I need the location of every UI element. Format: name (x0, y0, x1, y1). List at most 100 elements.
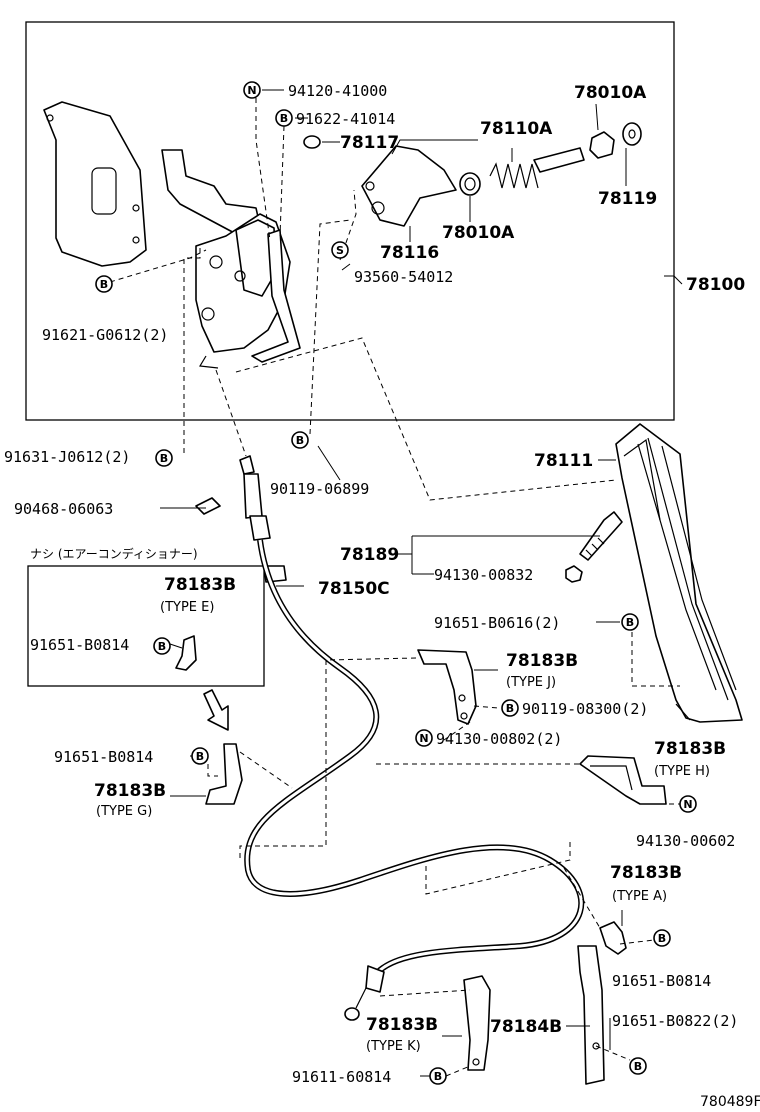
label-type-e: (TYPE E) (160, 600, 214, 615)
washer-78119-icon (622, 122, 642, 146)
svg-text:B: B (280, 112, 288, 125)
label-78117: 78117 (340, 133, 399, 153)
label-91651-B0814-g: 91651-B0814 (54, 748, 153, 766)
bolt-symbol-icon: B (429, 1067, 447, 1085)
label-91651-B0822: 91651-B0822(2) (612, 1012, 738, 1030)
label-91611-60814: 91611-60814 (292, 1068, 391, 1086)
clamp-type-h-icon (579, 755, 667, 805)
svg-text:B: B (196, 750, 204, 763)
nut-94130-00832-icon (565, 565, 583, 583)
label-78116: 78116 (380, 243, 439, 263)
bracket-78184B-icon (577, 945, 605, 1085)
clamp-type-a-icon (599, 921, 627, 955)
clamp-type-k-icon (463, 975, 491, 1071)
accelerator-pedal-icon (615, 423, 743, 723)
clamp-type-g-icon (205, 743, 243, 805)
bolt-symbol-icon: B (153, 637, 171, 655)
label-nashi-note: ナシ (エアーコンディショナー) (30, 546, 198, 561)
symbol-badges: N B S B B B B B B N B N B B B (95, 81, 697, 1085)
label-94130-00602: 94130-00602 (636, 832, 735, 850)
label-78184B: 78184B (490, 1017, 562, 1037)
figure-code: 780489F (700, 1094, 760, 1110)
label-93560-54012: 93560-54012 (354, 268, 453, 286)
label-type-a: (TYPE A) (612, 889, 667, 904)
clamp-type-e-icon (175, 635, 197, 671)
label-78150C: 78150C (318, 579, 390, 599)
svg-text:N: N (247, 84, 256, 97)
label-type-k: (TYPE K) (366, 1039, 421, 1054)
inset-box-no-aircon (27, 565, 265, 687)
spring-78110A-icon (489, 162, 539, 189)
bolt-symbol-icon: B (501, 699, 519, 717)
part-labels: 94120-41000 91622-41014 78117 78110A 780… (4, 82, 760, 1110)
label-78183B-type-g: 78183B (94, 781, 166, 801)
label-78183B-type-e: 78183B (164, 575, 236, 595)
leader-lines (109, 89, 683, 1077)
label-91651-B0814-inset: 91651-B0814 (30, 636, 129, 654)
lever-78116-icon (361, 145, 457, 227)
svg-text:B: B (634, 1060, 642, 1073)
svg-text:B: B (160, 452, 168, 465)
svg-text:B: B (626, 616, 634, 629)
label-78189: 78189 (340, 545, 399, 565)
label-78110A: 78110A (480, 119, 553, 139)
label-type-j: (TYPE J) (506, 675, 556, 690)
accelerator-cable-icon (239, 455, 585, 1021)
label-91631-J0612: 91631-J0612(2) (4, 448, 130, 466)
clamp-type-j-icon (417, 649, 477, 725)
bushing-78117-icon (303, 135, 321, 149)
label-78010A-mid: 78010A (442, 223, 515, 243)
screw-symbol-icon: S (331, 241, 349, 259)
label-78010A-top: 78010A (574, 83, 647, 103)
label-78183B-type-k: 78183B (366, 1015, 438, 1035)
label-90119-06899: 90119-06899 (270, 480, 369, 498)
nut-symbol-icon: N (679, 795, 697, 813)
label-91621-G0612: 91621-G0612(2) (42, 326, 168, 344)
down-arrow-icon (203, 689, 229, 731)
bolt-symbol-icon: B (629, 1057, 647, 1075)
clip-90468-06063-icon (195, 497, 221, 515)
svg-text:B: B (296, 434, 304, 447)
label-78100: 78100 (686, 275, 745, 295)
bushing-78010A-top-icon (589, 131, 615, 159)
bolt-symbol-icon: B (653, 929, 671, 947)
bushing-78010A-mid-icon (459, 172, 481, 196)
svg-text:B: B (158, 640, 166, 653)
label-78183B-type-j: 78183B (506, 651, 578, 671)
nut-symbol-icon: N (415, 729, 433, 747)
assembly-box-78100 (25, 21, 675, 421)
svg-text:N: N (683, 798, 692, 811)
label-90119-08300: 90119-08300(2) (522, 700, 648, 718)
nut-symbol-icon: N (243, 81, 261, 99)
svg-text:B: B (434, 1070, 442, 1083)
bolt-symbol-icon: B (275, 109, 293, 127)
label-91651-B0616: 91651-B0616(2) (434, 614, 560, 632)
label-94120-41000: 94120-41000 (288, 82, 387, 100)
label-78183B-type-h: 78183B (654, 739, 726, 759)
rod-icon (533, 147, 585, 173)
bolt-symbol-icon: B (155, 449, 173, 467)
label-78119: 78119 (598, 189, 657, 209)
label-78111: 78111 (534, 451, 593, 471)
bolt-symbol-icon: B (291, 431, 309, 449)
bolt-78189-icon (579, 511, 623, 561)
pedal-bracket-assembly-icon (161, 149, 301, 369)
label-type-h: (TYPE H) (654, 764, 710, 779)
svg-text:N: N (419, 732, 428, 745)
svg-text:B: B (506, 702, 514, 715)
bolt-symbol-icon: B (191, 747, 209, 765)
label-78183B-type-a: 78183B (610, 863, 682, 883)
label-94130-00832: 94130-00832 (434, 566, 533, 584)
label-94130-00802: 94130-00802(2) (436, 730, 562, 748)
label-90468-06063: 90468-06063 (14, 500, 113, 518)
svg-text:B: B (658, 932, 666, 945)
svg-text:B: B (100, 278, 108, 291)
label-91622-41014: 91622-41014 (296, 110, 395, 128)
label-type-g: (TYPE G) (96, 804, 152, 819)
svg-text:S: S (336, 244, 344, 257)
bolt-symbol-icon: B (95, 275, 113, 293)
bolt-symbol-icon: B (621, 613, 639, 631)
bracket-plate-icon (43, 101, 147, 267)
label-91651-B0814-a: 91651-B0814 (612, 972, 711, 990)
